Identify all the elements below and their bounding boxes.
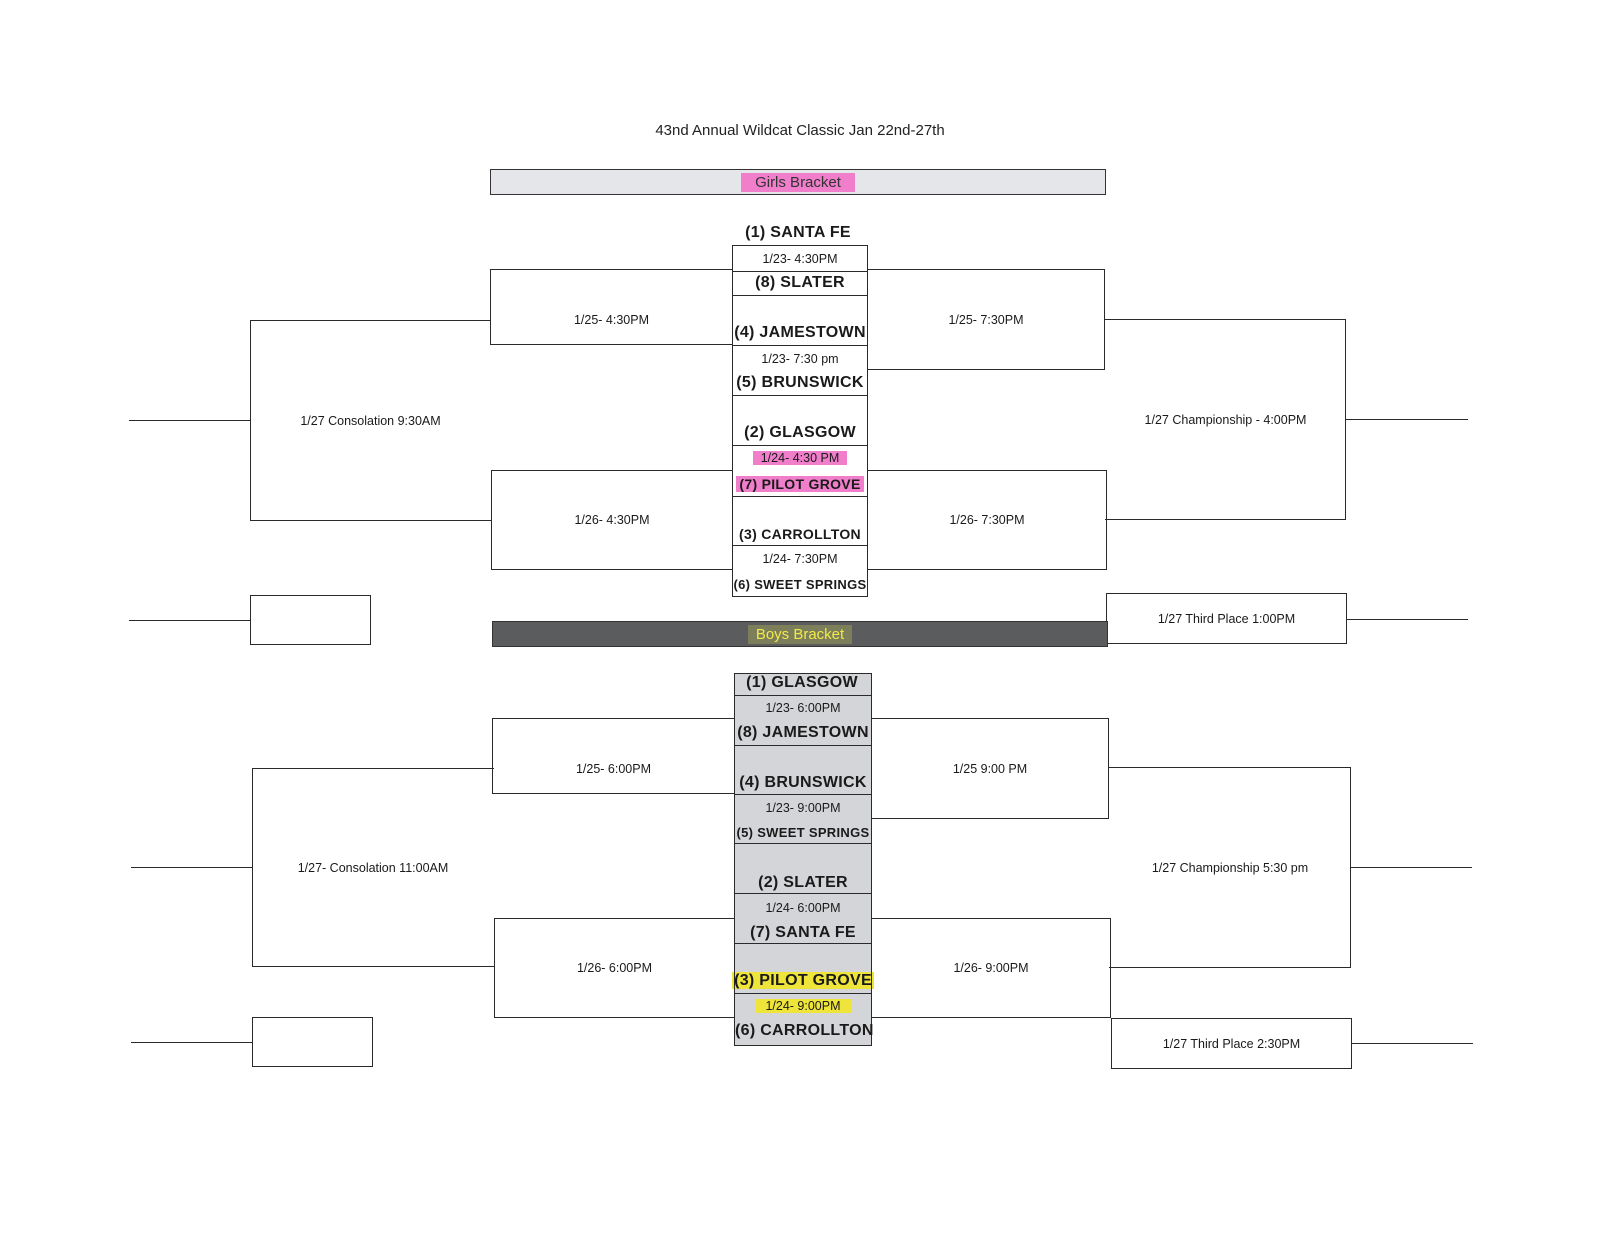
divider [732,545,868,546]
girls-consolation-result-line [129,620,250,621]
girls-semi-left-1-time: 1/25- 4:30PM [573,313,650,327]
girls-team-3: (4) JAMESTOWN [734,324,866,341]
boys-bracket-banner: Boys Bracket [492,621,1108,647]
boys-semi-right-1 [871,718,1109,819]
girls-third-place-box [1106,593,1347,644]
boys-third-place-box [1111,1018,1352,1069]
girls-third-place-label: 1/27 Third Place 1:00PM [1157,612,1296,626]
girls-semi-left-2-time: 1/26- 4:30PM [574,513,650,527]
girls-first-round-column [732,245,868,597]
girls-championship-bracket [1105,319,1346,520]
divider [732,395,868,396]
boys-semi-right-2 [871,918,1111,1018]
boys-game-time-1: 1/23- 6:00PM [765,701,841,715]
boys-game-time-4: 1/24- 9:00PM [745,999,861,1013]
divider [732,445,868,446]
boys-semi-right-2-time: 1/26- 9:00PM [953,961,1029,975]
girls-team-1: (1) SANTA FE [745,224,851,241]
girls-consolation-bracket [250,320,491,521]
boys-team-8: (6) CARROLLTON [735,1022,874,1039]
boys-semi-left-2 [494,918,735,1018]
divider [732,496,868,497]
boys-team-2: (8) JAMESTOWN [737,724,869,741]
divider [734,893,872,894]
boys-bracket-label: Boys Bracket [747,624,853,644]
divider [734,695,872,696]
girls-semi-left-1 [490,269,733,345]
girls-consolation-line [129,420,250,421]
boys-semi-left-1 [492,718,735,794]
boys-consolation-line [131,867,252,868]
girls-bracket-banner: Girls Bracket [490,169,1106,195]
girls-game-time-3: 1/24- 4:30 PM [745,451,855,465]
girls-team-4: (5) BRUNSWICK [736,374,864,391]
girls-team-8: (6) SWEET SPRINGS [733,577,867,592]
boys-championship-label: 1/27 Championship 5:30 pm [1151,861,1309,875]
divider [732,345,868,346]
boys-team-5: (2) SLATER [758,874,848,891]
boys-team-4: (5) SWEET SPRINGS [736,825,870,840]
boys-consolation-result-box [252,1017,373,1067]
girls-third-place-line [1347,619,1468,620]
girls-team-7: (3) CARROLLTON [739,526,861,542]
boys-semi-right-1-time: 1/25 9:00 PM [952,762,1028,776]
divider [732,271,868,272]
divider [732,295,868,296]
girls-team-6: (7) PILOT GROVE [732,476,868,492]
boys-team-1: (1) GLASGOW [746,674,858,691]
boys-consolation-label: 1/27- Consolation 11:00AM [297,861,449,875]
boys-championship-bracket [1109,767,1351,968]
divider [734,943,872,944]
boys-game-time-2: 1/23- 9:00PM [765,801,841,815]
boys-game-time-3: 1/24- 6:00PM [765,901,841,915]
page-title: 43nd Annual Wildcat Classic Jan 22nd-27t… [655,122,945,139]
boys-consolation-bracket [252,768,494,967]
girls-consolation-result-box [250,595,371,645]
girls-team-5: (2) GLASGOW [744,424,856,441]
boys-semi-left-2-time: 1/26- 6:00PM [576,961,653,975]
divider [734,843,872,844]
girls-bracket-label: Girls Bracket [741,172,855,192]
boys-team-6: (7) SANTA FE [750,924,856,941]
girls-semi-right-2-time: 1/26- 7:30PM [949,513,1025,527]
boys-team-7: (3) PILOT GROVE [732,972,874,989]
divider [734,745,872,746]
girls-semi-right-2 [867,470,1107,570]
girls-game-time-2: 1/23- 7:30 pm [761,352,839,366]
girls-game-time-4: 1/24- 7:30PM [762,552,838,566]
boys-team-3: (4) BRUNSWICK [739,774,867,791]
girls-consolation-label: 1/27 Consolation 9:30AM [300,414,441,428]
girls-semi-right-1-time: 1/25- 7:30PM [948,313,1024,327]
divider [734,794,872,795]
girls-team-2: (8) SLATER [755,274,845,291]
boys-third-place-line [1352,1043,1473,1044]
girls-championship-label: 1/27 Championship - 4:00PM [1144,413,1307,427]
divider [734,993,872,994]
boys-championship-line [1351,867,1472,868]
boys-consolation-result-line [131,1042,252,1043]
boys-semi-left-1-time: 1/25- 6:00PM [575,762,652,776]
girls-game-time-1: 1/23- 4:30PM [762,252,838,266]
girls-semi-left-2 [491,470,733,570]
girls-championship-line [1346,419,1468,420]
girls-semi-right-1 [867,269,1105,370]
boys-third-place-label: 1/27 Third Place 2:30PM [1162,1037,1301,1051]
